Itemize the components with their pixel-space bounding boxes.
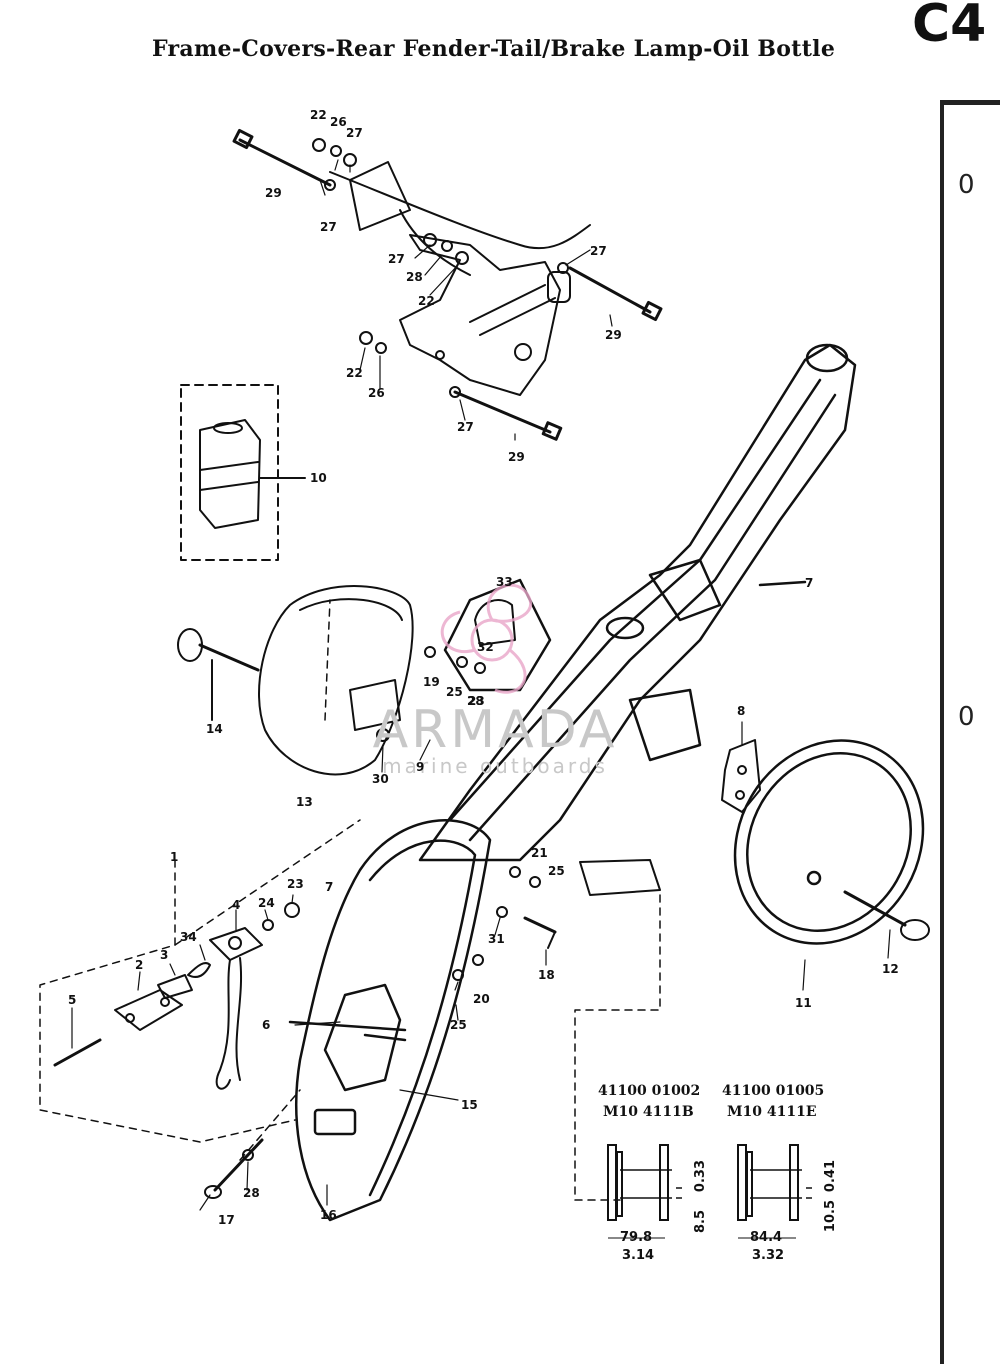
callout-27c: 27 [388,252,405,266]
callout-19: 19 [423,675,440,689]
callout-28a: 28 [406,270,423,284]
spec-b-part-no: 41100 01005 [722,1083,825,1099]
callout-29c: 29 [508,450,525,464]
callout-7: 7 [805,576,814,590]
side-cover-13 [258,585,414,776]
rear-fender-15 [288,819,492,1222]
callout-27b: 27 [320,220,337,234]
callout-9: 9 [416,760,425,774]
callout-11: 11 [795,996,812,1010]
spec-a-part-no: 41100 01002 [598,1083,701,1099]
page-code: C4 [912,0,987,54]
callout-4: 4 [232,898,241,912]
callout-2: 2 [135,958,144,972]
callout-7b: 7 [325,880,334,894]
spec-a-diameter-in: 0.33 [693,1160,708,1193]
spec-b-diameter-mm: 10.5 [823,1200,838,1233]
callout-8: 8 [737,704,746,718]
callout-26b: 26 [368,386,385,400]
bolt-18 [523,916,557,934]
callout-20: 20 [473,992,490,1006]
callout-27e: 27 [457,420,474,434]
callout-3: 3 [160,948,169,962]
callout-23b: 23 [287,877,304,891]
callout-14: 14 [206,722,223,736]
edge-mark-middle: 0 [958,702,975,732]
callout-29b: 29 [605,328,622,342]
callout-28c: 28 [243,1186,260,1200]
spec-b-diameter-in: 0.41 [823,1160,838,1193]
spec-a-length-in: 3.14 [622,1248,655,1263]
callout-25a: 25 [446,685,463,699]
callout-12: 12 [882,962,899,976]
callout-6: 6 [262,1018,271,1032]
page-title: Frame-Covers-Rear Fender-Tail/Brake Lamp… [152,36,836,62]
callout-10: 10 [310,471,327,485]
bracket-8 [721,739,761,813]
knob-12 [843,890,930,941]
spec-a-code: M10 4111B [603,1104,694,1120]
callout-23a: 23 [468,694,485,708]
callout-18: 18 [538,968,555,982]
callout-22c: 22 [346,366,363,380]
rear-bracket-assembly [329,161,591,396]
callout-22b: 22 [418,294,435,308]
callout-33: 33 [496,575,513,589]
edge-mark-top: 0 [958,170,975,200]
watermark-propeller-icon [440,583,533,694]
bolt-17 [213,1138,264,1192]
callout-5: 5 [68,993,77,1007]
callout-28b: 28 [467,694,484,708]
bolt-spec-a [607,1144,682,1239]
callout-17: 17 [218,1213,235,1227]
binding-edge [940,100,1000,1364]
watermark: ARMADA marine outboards [345,700,645,778]
callout-25b: 25 [548,864,565,878]
callout-24: 24 [258,896,275,910]
knob-14 [177,628,260,721]
spec-a-diameter-mm: 8.5 [693,1210,708,1234]
side-cover-11 [733,739,925,945]
callout-21: 21 [531,846,548,860]
exploded-guides [39,599,661,1201]
spec-b-length-in: 3.32 [752,1248,785,1263]
main-frame-7 [418,343,857,862]
callout-29a: 29 [265,186,282,200]
bolt-spec-b [737,1144,812,1239]
bolt-spec-drawings [607,1144,812,1239]
lamp-bracket-2 [114,962,211,1031]
callout-27d: 27 [590,244,607,258]
callout-15: 15 [461,1098,478,1112]
callout-32: 32 [477,640,494,654]
oil-bottle-10 [180,384,306,561]
callout-1: 1 [170,850,179,864]
leader-lines [71,159,891,1211]
callout-16: 16 [320,1208,337,1222]
callout-27a: 27 [346,126,363,140]
nuts-and-washers [312,138,569,398]
watermark-brand: ARMADA [372,700,618,760]
bolts-29 [232,128,663,441]
callout-25c: 25 [450,1018,467,1032]
bolt-5 [53,1038,102,1067]
spec-b-code: M10 4111E [727,1104,817,1120]
callout-26a: 26 [330,115,347,129]
mounting-plate [579,859,661,896]
callout-13: 13 [296,795,313,809]
callout-34: 34 [180,930,197,944]
spec-b-length-mm: 84.4 [750,1230,783,1245]
callout-22a: 22 [310,108,327,122]
spec-a-length-mm: 79.8 [620,1230,653,1245]
tail-lamp-4 [209,927,263,1090]
callout-30: 30 [372,772,389,786]
callout-31: 31 [488,932,505,946]
watermark-subtitle: marine outboards [382,754,608,778]
